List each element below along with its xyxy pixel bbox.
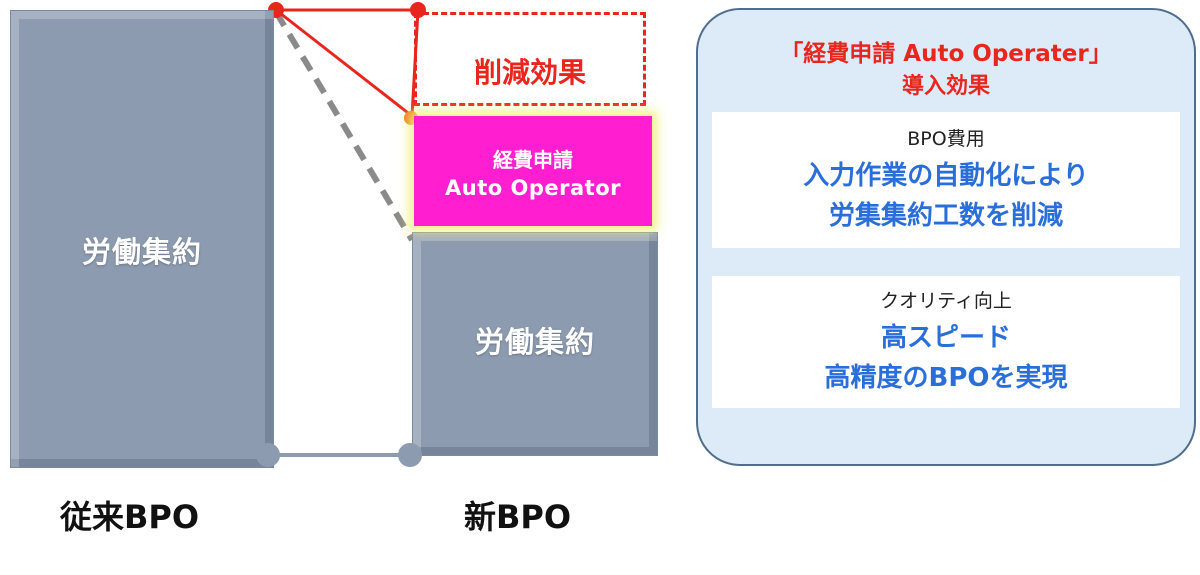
card-heading: BPO費用 <box>907 128 985 150</box>
category-label-old: 従来BPO <box>60 498 200 536</box>
reduction-effect-box: 削減効果 <box>414 12 646 106</box>
auto-operator-box: 経費申請 Auto Operator <box>414 116 652 226</box>
effect-panel: 「経費申請 Auto Operater」 導入効果 BPO費用 入力作業の自動化… <box>696 8 1196 466</box>
card-heading: クオリティ向上 <box>880 290 1012 312</box>
gray-marker-left <box>256 443 280 467</box>
card-body-line2: 労集集約工数を削減 <box>828 201 1063 231</box>
card-body-line2: 高精度のBPOを実現 <box>824 363 1068 393</box>
card-bpo-cost: BPO費用 入力作業の自動化により 労集集約工数を削減 <box>712 112 1180 248</box>
gray-marker-right <box>398 443 422 467</box>
new-bar-label: 労働集約 <box>474 325 595 359</box>
panel-title-line1: 「経費申請 Auto Operater」 <box>780 41 1112 67</box>
product-label-line2: Auto Operator <box>445 176 621 200</box>
old-bpo-bar: 労働集約 <box>10 10 274 468</box>
category-label-new: 新BPO <box>464 498 572 536</box>
panel-title-line2: 導入効果 <box>901 74 990 99</box>
old-bar-label: 労働集約 <box>81 235 202 269</box>
gray-dashed-diagonal <box>273 10 415 242</box>
reduction-effect-label: 削減効果 <box>473 56 586 89</box>
red-diagonal-line <box>275 8 413 118</box>
product-label-line1: 経費申請 <box>493 148 573 172</box>
card-body-line1: 高スピード <box>880 323 1011 353</box>
card-body-line1: 入力作業の自動化により <box>803 161 1089 191</box>
card-quality: クオリティ向上 高スピード 高精度のBPOを実現 <box>712 276 1180 408</box>
new-bpo-bar: 労働集約 <box>412 232 658 456</box>
